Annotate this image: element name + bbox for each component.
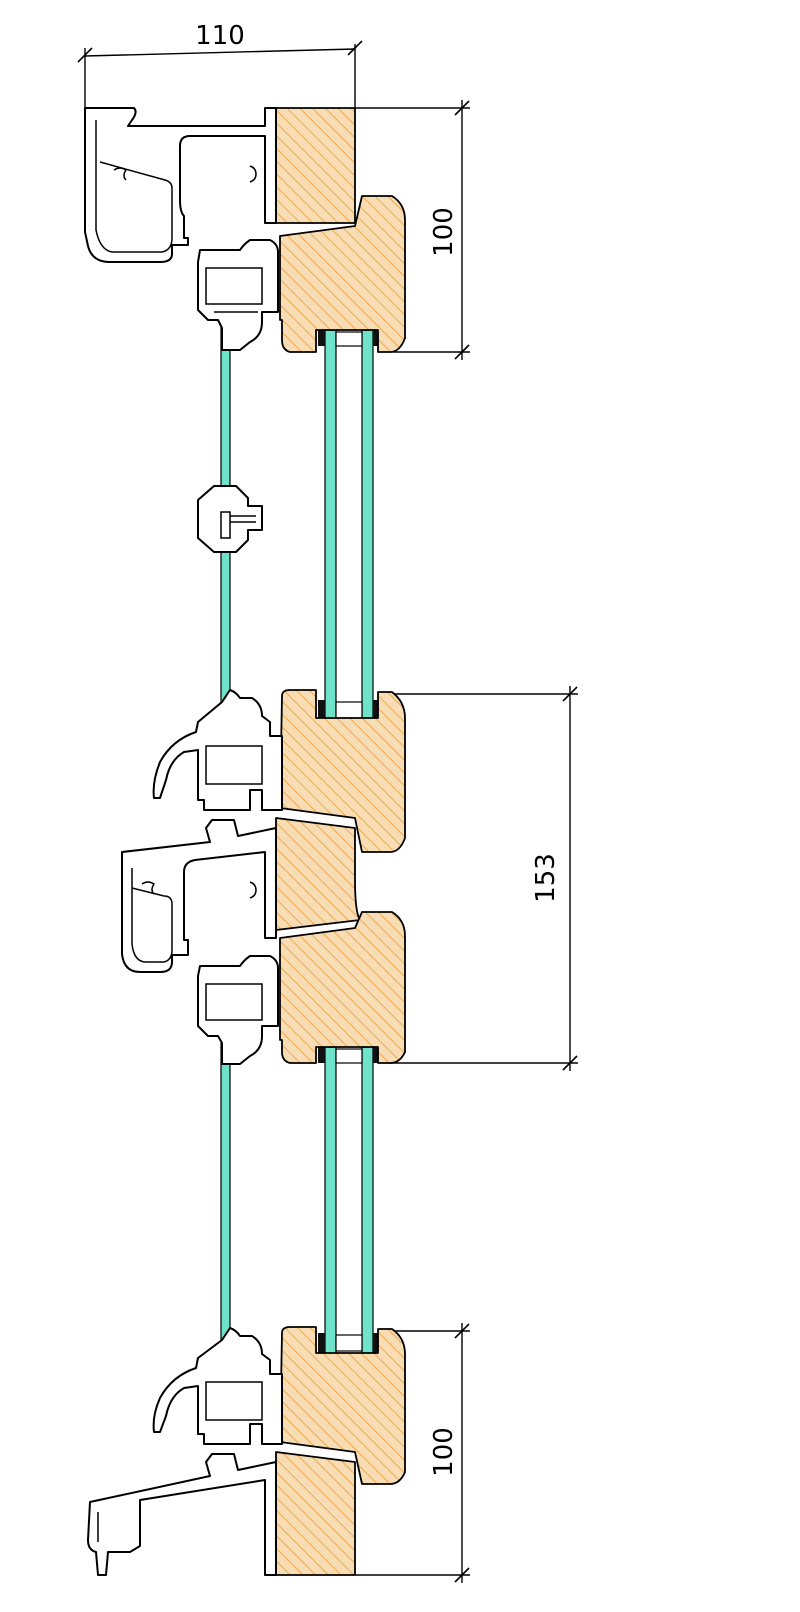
wood-frame-top [275,107,406,353]
dimension-top-height-label: 100 [429,207,459,257]
dimension-bottom-height-label: 100 [429,1427,459,1477]
inner-double-glazing [324,329,374,1356]
dimension-bottom-height: 100 [355,1323,470,1583]
wood-frame-lower [279,911,406,1064]
alu-transom-middle [121,819,277,973]
dimension-top-height: 100 [355,100,470,360]
wood-sash-middle [275,689,406,931]
alu-sash-bottom [152,1327,283,1445]
alu-sash-lower [197,955,279,1065]
dimension-middle-height: 153 [390,686,578,1071]
alu-sash-top [197,239,279,351]
wood-sash-bottom [275,1326,406,1576]
alu-frame-top [84,107,277,263]
alu-sash-middle [152,689,283,811]
alu-sill-bottom [87,1453,277,1576]
alu-glazing-bar [197,485,263,553]
glazing-gaskets [318,328,380,1353]
dimension-top-width-label: 110 [195,21,245,51]
dimension-top-width: 110 [77,21,363,108]
dimension-middle-height-label: 153 [531,853,561,903]
